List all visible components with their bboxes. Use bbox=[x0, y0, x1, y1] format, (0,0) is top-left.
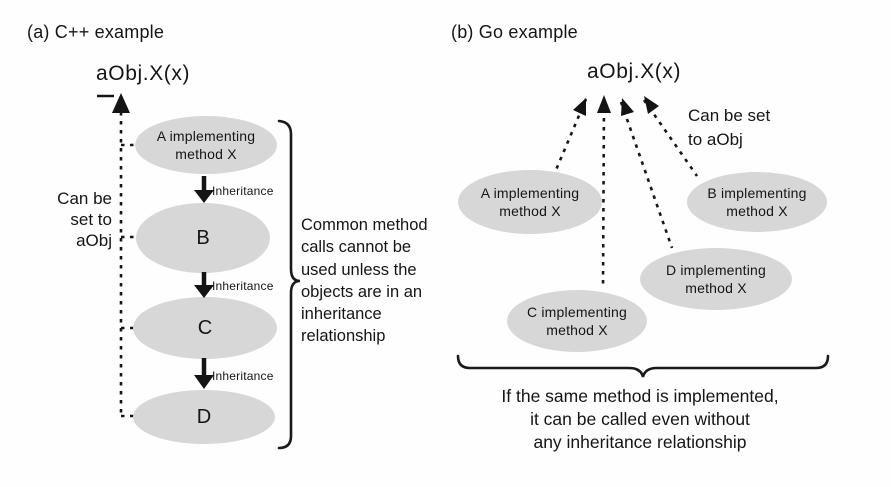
call-dashed-line-b-B bbox=[642, 99, 699, 177]
can-be-set-note-a: Can be set to aObj bbox=[57, 189, 112, 250]
node-ellipse-b-A bbox=[458, 170, 602, 234]
can-be-set-note-b: Can be set to aObj bbox=[688, 106, 771, 149]
up-arrowhead-b-C-icon bbox=[597, 95, 611, 113]
panel-b-title: (b) Go example bbox=[451, 22, 578, 42]
up-arrowhead-a-icon bbox=[112, 93, 130, 113]
node-ellipse-a-C bbox=[133, 297, 277, 359]
up-arrowhead-b-A-icon bbox=[573, 98, 586, 116]
method-call-b: aObj.X(x) bbox=[587, 60, 682, 83]
node-label-b-C: C implementing method X bbox=[526, 304, 628, 338]
inheritance-label-3: Inheritance bbox=[212, 369, 274, 383]
node-ellipse-b-B bbox=[687, 172, 827, 232]
brace-note-b: If the same method is implemented, it ca… bbox=[501, 386, 779, 452]
brace-a bbox=[277, 119, 301, 450]
node-label-a-C: C bbox=[197, 316, 213, 339]
node-label-a-D: D bbox=[196, 406, 212, 428]
node-ellipse-a-B bbox=[136, 203, 270, 273]
node-ellipse-b-C bbox=[507, 290, 647, 352]
node-label-b-A: A implementing method X bbox=[480, 185, 580, 219]
node-label-a-A: A implementing method X bbox=[156, 128, 256, 162]
node-ellipse-a-D bbox=[133, 390, 275, 444]
up-arrowhead-b-B-icon bbox=[644, 96, 659, 114]
method-call-a: aObj.X(x) bbox=[96, 62, 191, 85]
inheritance-arrow-c-d bbox=[194, 358, 214, 389]
node-ellipse-a-A bbox=[135, 116, 277, 174]
up-arrowhead-b-D-icon bbox=[621, 98, 634, 116]
inheritance-label-2: Inheritance bbox=[212, 279, 274, 293]
inheritance-label-1: Inheritance bbox=[212, 184, 274, 198]
brace-b bbox=[456, 354, 830, 378]
brace-note-a: Common method calls cannot be used unles… bbox=[301, 216, 428, 346]
panel-a-title: (a) C++ example bbox=[27, 22, 165, 42]
node-label-a-B: B bbox=[196, 226, 210, 249]
call-dashed-line-b-D bbox=[619, 101, 674, 249]
node-label-b-D: D implementing method X bbox=[665, 262, 767, 296]
call-dashed-line-b-A bbox=[554, 98, 588, 171]
inheritance-arrow-b-c bbox=[194, 272, 214, 298]
node-ellipse-b-D bbox=[640, 248, 792, 310]
inheritance-arrow-a-b bbox=[194, 176, 214, 203]
call-dashed-line-b-C bbox=[601, 99, 606, 290]
node-label-b-B: B implementing method X bbox=[707, 185, 807, 219]
